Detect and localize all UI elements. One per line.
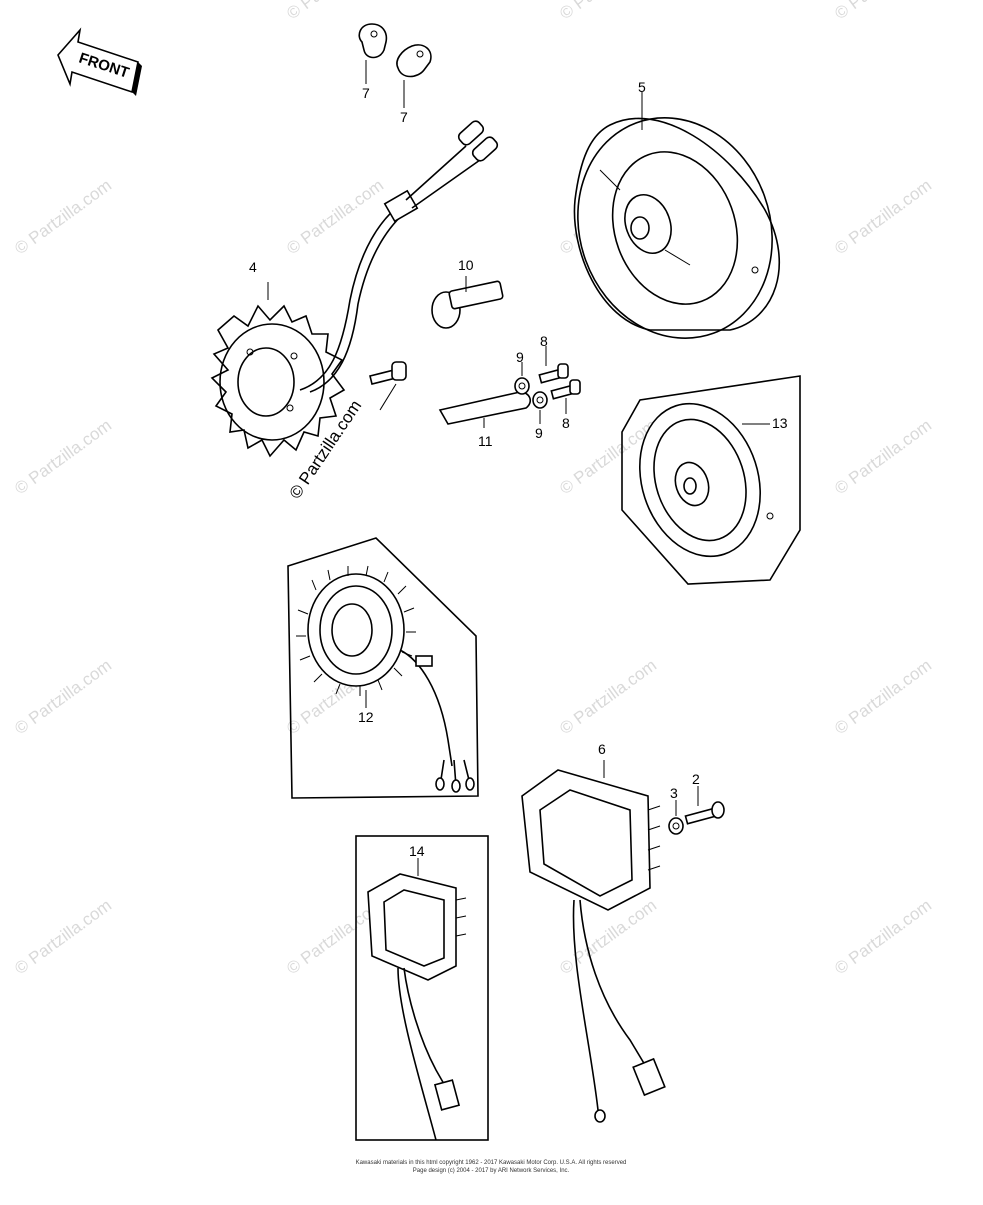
label-part-11: 11	[478, 433, 493, 449]
washer-part-9b	[532, 391, 548, 424]
bolt-part-8a	[538, 346, 569, 384]
front-arrow-icon: FRONT	[57, 27, 142, 96]
watermark: © Partzilla.com	[556, 0, 660, 23]
bolt-part-8b	[550, 379, 581, 414]
regulator-part-14-box	[355, 835, 489, 1141]
stator-part-12-box	[287, 537, 479, 799]
bolt-part-10	[431, 276, 504, 329]
watermark: © Partzilla.com	[11, 416, 115, 499]
watermark: © Partzilla.com	[283, 0, 387, 23]
clip-part-7a	[358, 23, 388, 84]
watermark: © Partzilla.com	[831, 416, 935, 499]
watermark: © Partzilla.com	[11, 176, 115, 259]
label-part-10: 10	[458, 257, 474, 273]
stator-part-4	[210, 120, 499, 458]
watermark-layer: © Partzilla.com © Partzilla.com © Partzi…	[11, 0, 935, 978]
watermark: © Partzilla.com	[283, 176, 387, 259]
copyright-line-1: Kawasaki materials in this html copyrigh…	[356, 1160, 627, 1166]
watermark: © Partzilla.com	[831, 896, 935, 979]
label-part-3: 3	[670, 785, 678, 801]
part-labels: 7 7 5 4 10 8 9 9 8 11 13 12 6 3 2 14	[249, 79, 788, 859]
label-part-6: 6	[598, 741, 606, 757]
screw-stator	[369, 361, 407, 411]
label-part-2: 2	[692, 771, 700, 787]
label-part-5: 5	[638, 79, 646, 95]
label-part-7b: 7	[400, 109, 408, 125]
rotor-part-5	[573, 92, 781, 339]
label-part-9b: 9	[535, 425, 543, 441]
washer-part-9a	[514, 362, 530, 395]
regulator-part-6	[521, 760, 666, 1123]
label-part-7a: 7	[362, 85, 370, 101]
label-part-4: 4	[249, 259, 257, 275]
label-part-14: 14	[409, 843, 425, 859]
watermark: © Partzilla.com	[11, 896, 115, 979]
plate-part-11	[438, 391, 532, 428]
label-part-12: 12	[358, 709, 374, 725]
watermark: © Partzilla.com	[831, 176, 935, 259]
watermark: © Partzilla.com	[11, 656, 115, 739]
bolt-part-2	[684, 786, 725, 825]
label-part-8a: 8	[540, 333, 548, 349]
label-part-8b: 8	[562, 415, 570, 431]
washer-part-3	[668, 800, 684, 835]
label-part-9a: 9	[516, 349, 524, 365]
copyright-line-2: Page design (c) 2004 - 2017 by ARI Netwo…	[413, 1168, 570, 1174]
watermark: © Partzilla.com	[556, 656, 660, 739]
rotor-part-13-box	[621, 375, 801, 585]
label-part-13: 13	[772, 415, 788, 431]
watermark: © Partzilla.com	[831, 0, 935, 23]
watermark: © Partzilla.com	[831, 656, 935, 739]
clip-part-7b	[396, 44, 432, 108]
